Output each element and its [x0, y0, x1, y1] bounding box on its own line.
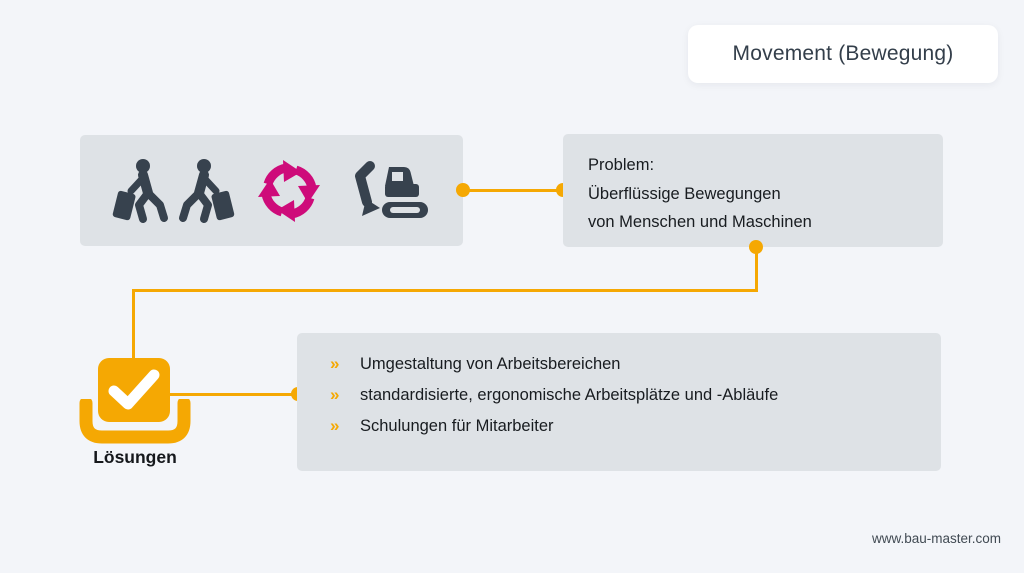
chevron-bullet-icon: »: [330, 385, 340, 404]
person-with-luggage-left-icon: [112, 158, 170, 224]
solution-item-text: Umgestaltung von Arbeitsbereichen: [360, 355, 621, 373]
solution-item: » Schulungen für Mitarbeiter: [330, 416, 941, 447]
solution-item-text: standardisierte, ergonomische Arbeitsplä…: [360, 386, 779, 404]
connector-line-down-to-check: [131, 289, 135, 362]
chevron-bullet-icon: »: [330, 416, 340, 435]
person-with-luggage-right-icon: [177, 158, 235, 224]
rotation-cycle-arrows-icon: [257, 159, 321, 223]
title-card: Movement (Bewegung): [688, 25, 998, 83]
solution-item-text: Schulungen für Mitarbeiter: [360, 417, 554, 435]
problem-heading: Problem:: [588, 156, 655, 174]
page-title: Movement (Bewegung): [732, 42, 954, 65]
connector-line-problem-down: [754, 247, 758, 292]
waste-icons-panel: [80, 135, 463, 246]
problem-line-1: Überflüssige Bewegungen: [588, 184, 781, 203]
chevron-bullet-icon: »: [330, 354, 340, 373]
problem-panel: Problem: Überflüssige Bewegungen von Men…: [563, 134, 943, 247]
problem-line-2: von Menschen und Maschinen: [588, 213, 812, 231]
connector-line-icons-problem: [463, 188, 563, 192]
checkbox-tray-icon: [79, 396, 191, 451]
connector-line-check-solutions: [170, 392, 298, 396]
connector-dot-icons-right: [456, 183, 470, 197]
solutions-panel: » Umgestaltung von Arbeitsbereichen » st…: [297, 333, 941, 471]
solutions-label: Lösungen: [93, 447, 177, 467]
footer-website-url: www.bau-master.com: [871, 531, 1001, 546]
checkmark-icon: [98, 358, 170, 422]
solution-item: » standardisierte, ergonomische Arbeitsp…: [330, 385, 941, 416]
excavator-icon: [349, 159, 431, 223]
connector-line-horizontal: [131, 289, 758, 292]
solution-item: » Umgestaltung von Arbeitsbereichen: [330, 354, 941, 385]
